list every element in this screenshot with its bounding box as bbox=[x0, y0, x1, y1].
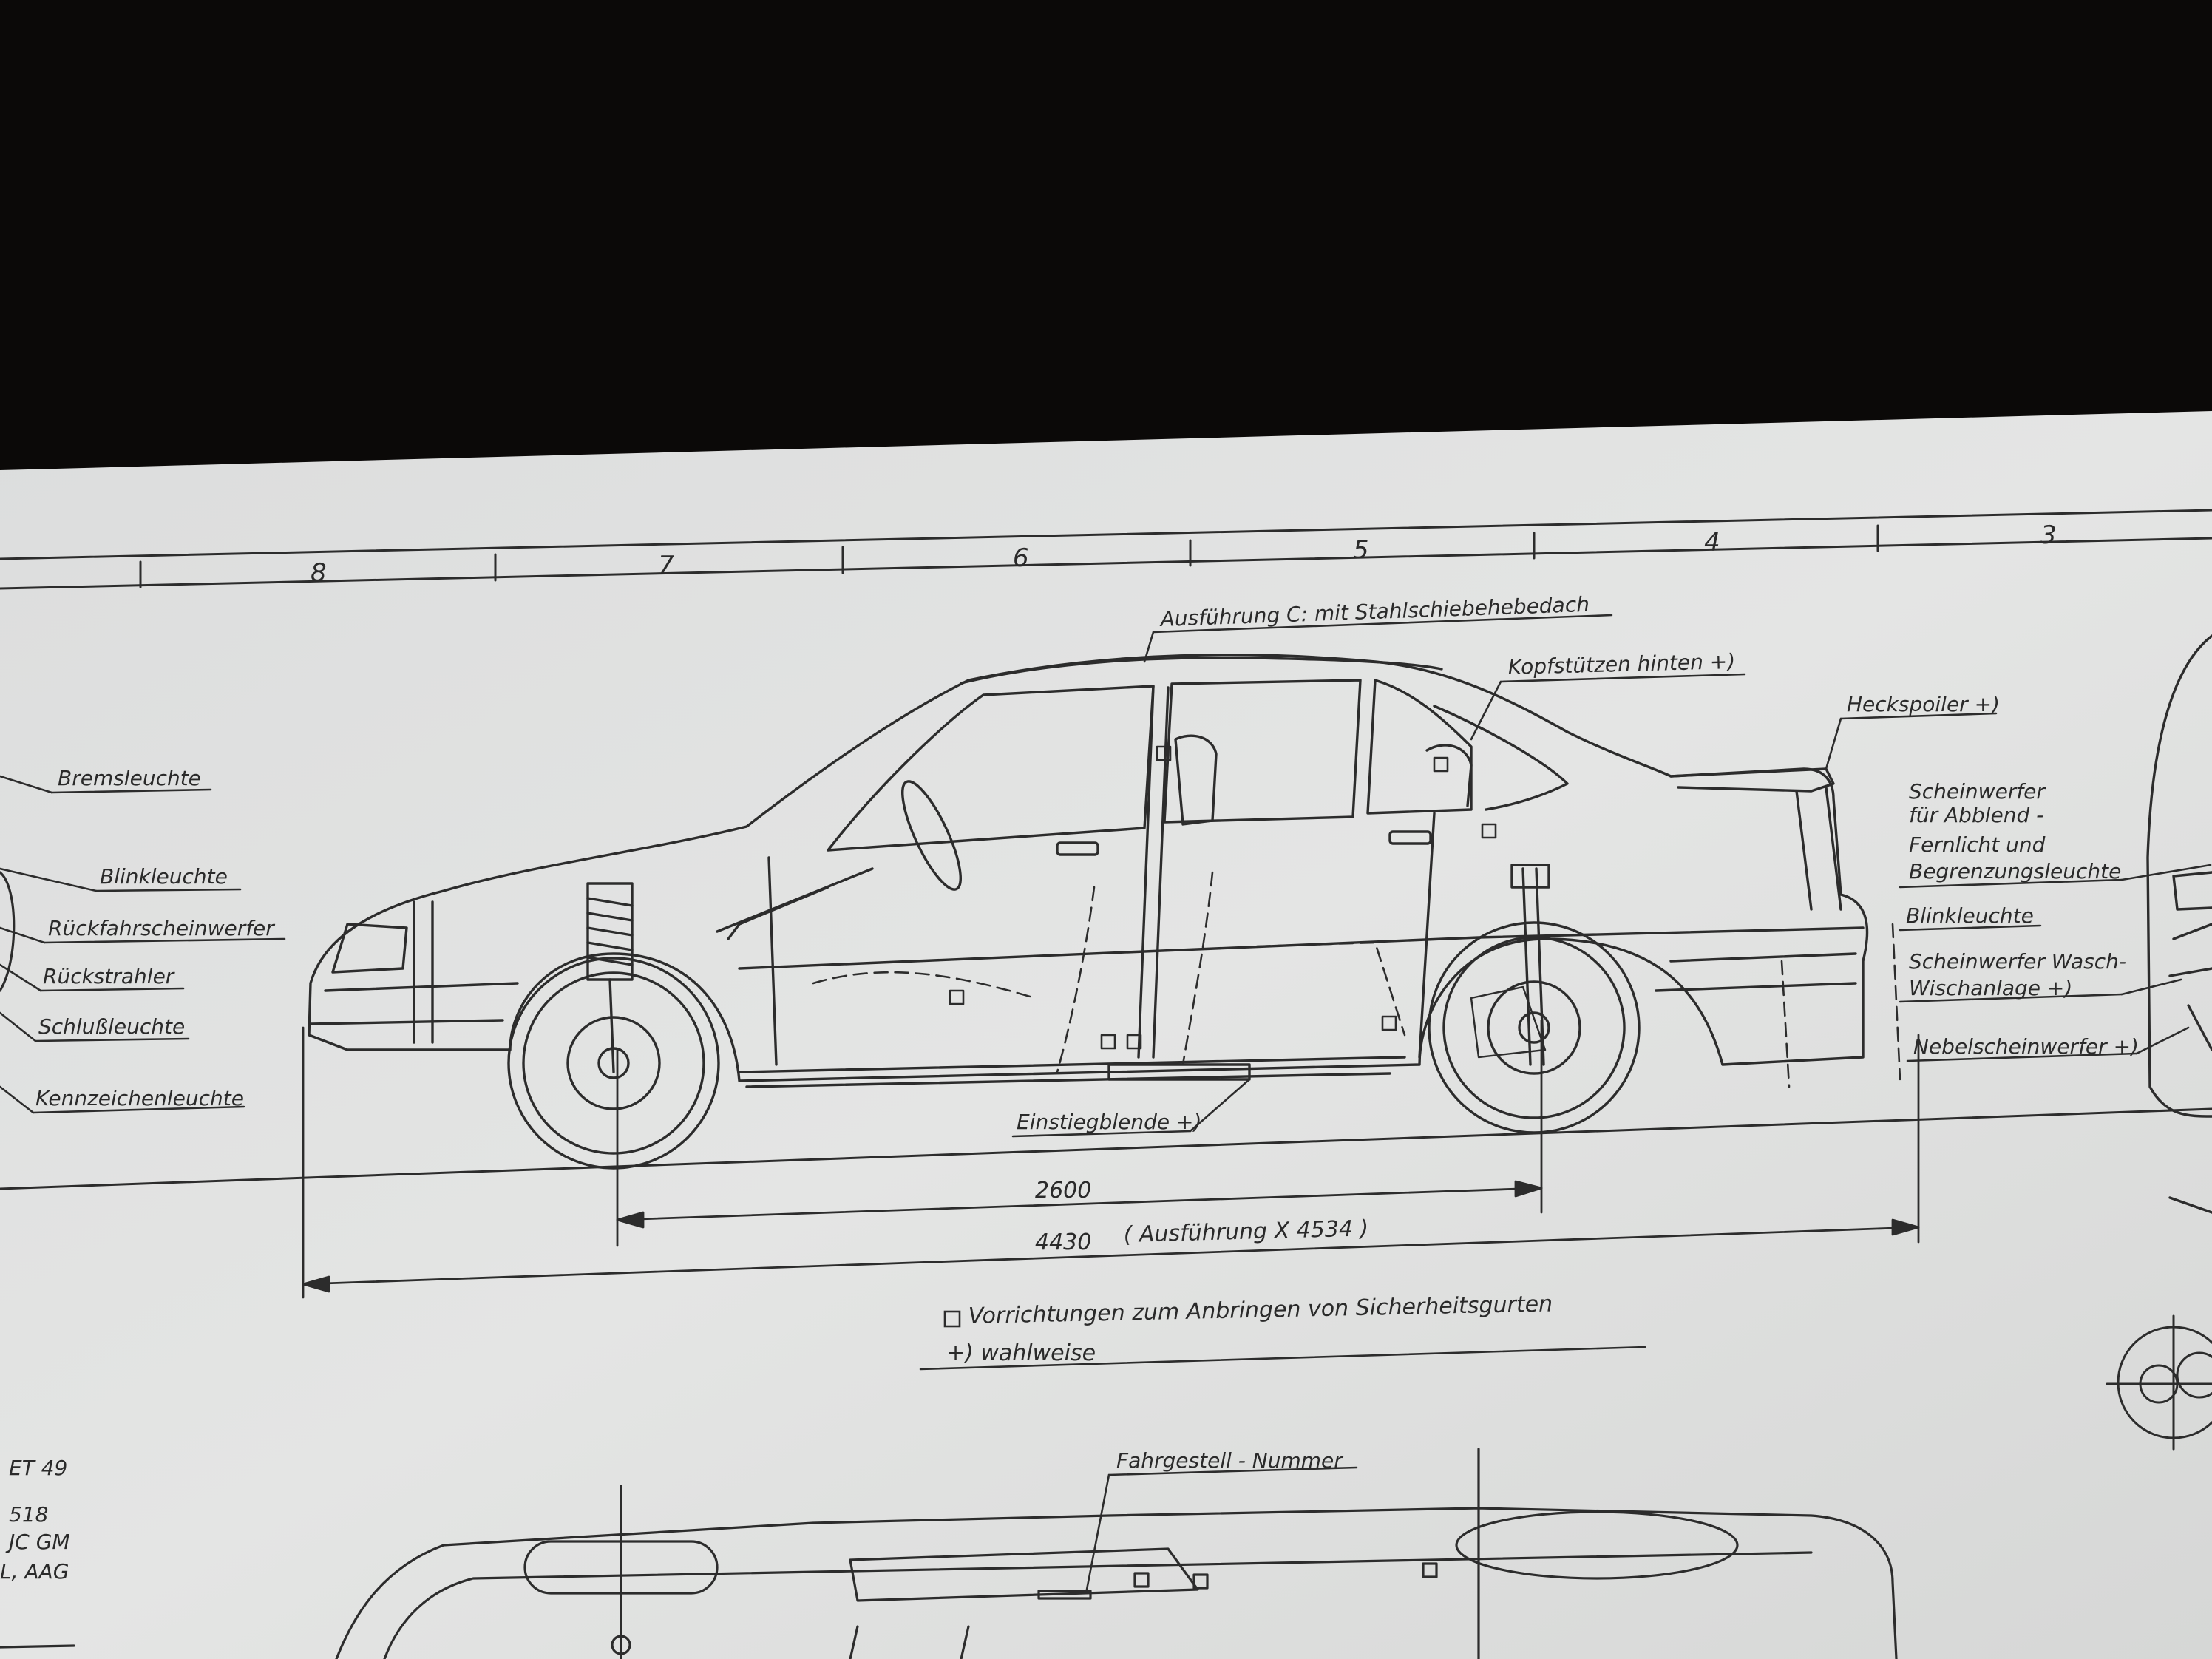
zone-6: 6 bbox=[1013, 543, 1029, 573]
leader-lines bbox=[0, 614, 2212, 1591]
label-headlamp-2: für Abblend - bbox=[1909, 803, 2043, 827]
dimension-length: 4430 bbox=[1035, 1229, 1091, 1255]
label-spoiler: Heckspoiler +) bbox=[1847, 692, 2000, 716]
mechanism-detail-partial bbox=[2106, 1314, 2212, 1451]
label-headlamp-1: Scheinwerfer bbox=[1909, 779, 2046, 804]
zone-5: 5 bbox=[1353, 535, 1369, 565]
dimension-wheelbase: 2600 bbox=[1035, 1178, 1091, 1204]
label-sill-trim: Einstiegblende +) bbox=[1017, 1110, 1201, 1134]
label-reflector: Rückstrahler bbox=[43, 964, 175, 988]
label-indicator-front: Blinkleuchte bbox=[1906, 903, 2034, 928]
zone-8: 8 bbox=[311, 558, 327, 588]
ground-line bbox=[0, 1107, 2212, 1190]
margin-text-1: ET 49 bbox=[9, 1456, 67, 1480]
zone-ruler bbox=[0, 509, 2212, 590]
zone-7: 7 bbox=[658, 551, 674, 580]
label-washer-1: Scheinwerfer Wasch- bbox=[1909, 949, 2126, 974]
label-brake-light: Bremsleuchte bbox=[58, 766, 201, 790]
margin-text-3: JC GM bbox=[5, 1530, 70, 1554]
car-top-view-partial bbox=[0, 1448, 1898, 1659]
label-washer-2: Wischanlage +) bbox=[1909, 976, 2072, 1000]
margin-text-4: L, AAG bbox=[0, 1559, 69, 1584]
dimension-length-variant: ( Ausführung X 4534 ) bbox=[1123, 1215, 1368, 1248]
label-headrests: Kopfstützen hinten +) bbox=[1507, 649, 1735, 679]
zone-numbers: 8 7 6 5 4 3 bbox=[311, 520, 2057, 588]
margin-text-2: 518 bbox=[9, 1502, 48, 1527]
label-indicator-rear: Blinkleuchte bbox=[100, 864, 228, 889]
dimension-texts: 2600 4430 ( Ausführung X 4534 ) bbox=[1035, 1178, 1369, 1255]
car-front-view-partial bbox=[2146, 634, 2212, 1214]
label-headlamp-4: Begrenzungsleuchte bbox=[1909, 859, 2121, 883]
label-chassis-number: Fahrgestell - Nummer bbox=[1116, 1448, 1343, 1473]
label-plate-light: Kennzeichenleuchte bbox=[35, 1086, 244, 1110]
label-reverse-light: Rückfahrscheinwerfer bbox=[48, 916, 275, 940]
legend-optional-note: +) wahlweise bbox=[946, 1340, 1096, 1366]
zone-4: 4 bbox=[1704, 528, 1720, 557]
front-wheel bbox=[507, 957, 720, 1170]
car-rear-view-partial bbox=[0, 871, 16, 992]
margin-stamp: ET 49 518 JC GM L, AAG bbox=[0, 1456, 70, 1584]
label-tail-light: Schlußleuchte bbox=[38, 1014, 185, 1039]
label-headlamp-3: Fernlicht und bbox=[1909, 832, 2046, 857]
zone-3: 3 bbox=[2040, 520, 2057, 550]
belt-anchor-symbol bbox=[943, 1310, 961, 1328]
dimension-lines bbox=[302, 1019, 1920, 1299]
label-fog-lamp: Nebelscheinwerfer +) bbox=[1913, 1034, 2139, 1059]
